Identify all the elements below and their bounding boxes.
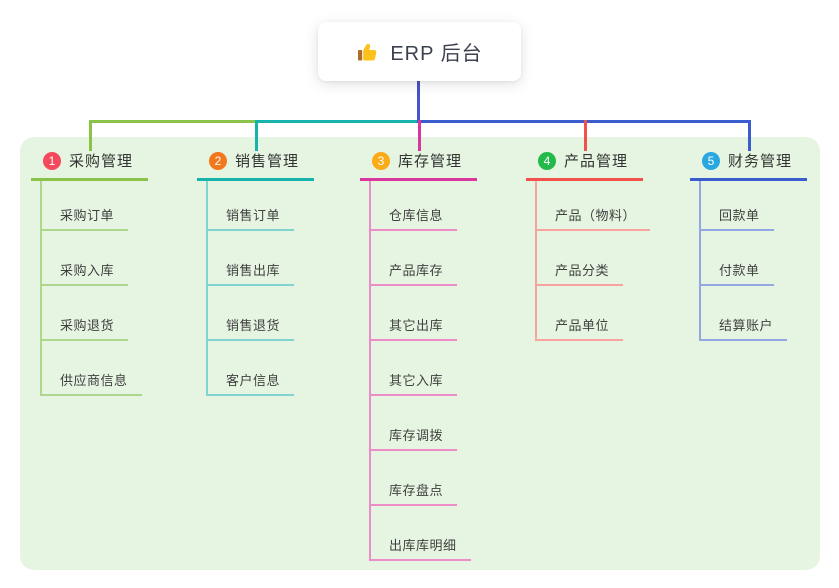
root-node-label: ERP 后台 [390,43,483,65]
branch-number-badge: 4 [538,151,556,170]
child-node[interactable]: 回款单 [701,181,774,231]
child-node[interactable]: 其它出库 [371,286,458,341]
child-node[interactable]: 采购退货 [42,286,129,341]
child-node[interactable]: 客户信息 [208,341,295,396]
branch-title-label: 销售管理 [235,153,300,170]
branch-number-badge: 1 [43,151,61,170]
branch-number-badge: 2 [209,151,227,170]
child-node[interactable]: 销售订单 [208,181,295,231]
connector-line [747,120,751,151]
child-node[interactable]: 采购入库 [42,231,129,286]
child-node[interactable]: 结算账户 [701,286,788,341]
branch-children: 产品（物料）产品分类产品单位 [535,181,651,341]
thumbs-up-icon [358,43,377,60]
branch-2: 2 销售管理销售订单销售出库销售退货客户信息 [197,150,314,396]
child-node[interactable]: 仓库信息 [371,181,458,231]
branch-5: 5 财务管理回款单付款单结算账户 [690,150,807,341]
branch-children: 回款单付款单结算账户 [699,181,807,341]
branch-number-badge: 5 [702,151,720,170]
branch-children: 采购订单采购入库采购退货供应商信息 [40,181,148,396]
branch-children: 仓库信息产品库存其它出库其它入库库存调拨库存盘点出库库明细 [369,181,477,561]
branch-title[interactable]: 4 产品管理 [526,150,643,181]
branch-title[interactable]: 1 采购管理 [31,150,148,181]
connector-line [417,120,421,151]
child-node[interactable]: 产品单位 [537,286,624,341]
child-node[interactable]: 付款单 [701,231,774,286]
root-node[interactable]: ERP 后台 [318,22,521,81]
branches-board [20,137,820,570]
branch-1: 1 采购管理采购订单采购入库采购退货供应商信息 [31,150,148,396]
child-node[interactable]: 产品分类 [537,231,624,286]
connector-line [417,81,420,123]
connector-line [88,120,92,151]
child-node[interactable]: 销售退货 [208,286,295,341]
branch-3: 3 库存管理仓库信息产品库存其它出库其它入库库存调拨库存盘点出库库明细 [360,150,477,561]
branch-title-label: 采购管理 [69,153,134,170]
branch-children: 销售订单销售出库销售退货客户信息 [206,181,314,396]
child-node[interactable]: 产品（物料） [537,181,651,231]
child-node[interactable]: 其它入库 [371,341,458,396]
branch-number-badge: 3 [372,151,390,170]
branch-title[interactable]: 5 财务管理 [690,150,807,181]
branch-title-label: 库存管理 [398,153,463,170]
branch-title-label: 产品管理 [564,153,629,170]
branch-title[interactable]: 3 库存管理 [360,150,477,181]
connector-line [88,120,258,123]
child-node[interactable]: 销售出库 [208,231,295,286]
branch-title-label: 财务管理 [728,153,793,170]
child-node[interactable]: 库存盘点 [371,451,458,506]
connector-line [254,120,421,123]
branch-4: 4 产品管理产品（物料）产品分类产品单位 [526,150,651,341]
child-node[interactable]: 采购订单 [42,181,129,231]
branch-title[interactable]: 2 销售管理 [197,150,314,181]
child-node[interactable]: 库存调拨 [371,396,458,451]
connector-line [583,120,587,151]
child-node[interactable]: 产品库存 [371,231,458,286]
connector-line [254,120,258,151]
child-node[interactable]: 出库库明细 [371,506,471,561]
child-node[interactable]: 供应商信息 [42,341,142,396]
